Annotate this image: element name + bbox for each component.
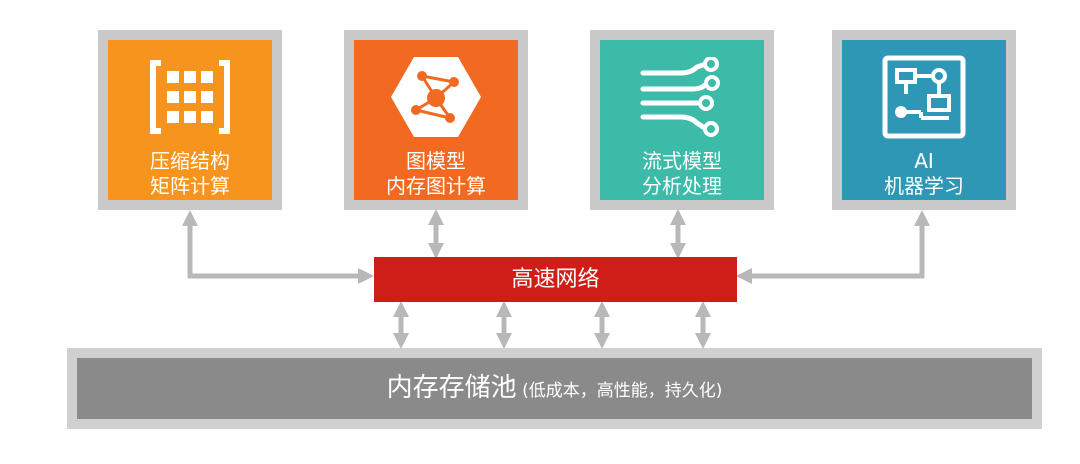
label-line: 分析处理 xyxy=(642,174,722,198)
graph-network-icon xyxy=(354,52,518,142)
label-line: 流式模型 xyxy=(642,149,722,173)
label-line: 机器学习 xyxy=(884,174,964,198)
matrix-grid-icon xyxy=(108,52,272,142)
matrix-compute-label: 压缩结构 矩阵计算 xyxy=(108,149,272,199)
matrix-compute-panel: 压缩结构 矩阵计算 xyxy=(108,40,272,200)
ai-learning-panel: AI 机器学习 xyxy=(842,40,1006,200)
memory-pool-frame: 内存存储池 (低成本，高性能，持久化) xyxy=(67,348,1042,429)
arrow-matrix-network xyxy=(181,209,375,285)
high-speed-network-bar: 高速网络 xyxy=(374,257,737,302)
graph-compute-card: 图模型 内存图计算 xyxy=(344,30,528,210)
memory-pool-bar: 内存存储池 (低成本，高性能，持久化) xyxy=(77,358,1032,419)
matrix-compute-card: 压缩结构 矩阵计算 xyxy=(98,30,282,210)
stream-analysis-panel: 流式模型 分析处理 xyxy=(600,40,764,200)
graph-compute-panel: 图模型 内存图计算 xyxy=(354,40,518,200)
label-line: 矩阵计算 xyxy=(150,174,230,198)
label-line: AI xyxy=(914,149,934,173)
stream-analysis-label: 流式模型 分析处理 xyxy=(600,149,764,199)
ai-learning-card: AI 机器学习 xyxy=(832,30,1016,210)
memory-pool-note: (低成本，高性能，持久化) xyxy=(516,381,723,401)
graph-compute-label: 图模型 内存图计算 xyxy=(354,149,518,199)
arrow-ai-network xyxy=(735,209,931,285)
label-line: 压缩结构 xyxy=(150,149,230,173)
label-line: 图模型 xyxy=(406,149,466,173)
memory-pool-title: 内存存储池 xyxy=(386,373,517,403)
ai-learning-label: AI 机器学习 xyxy=(842,149,1006,199)
circuit-board-icon xyxy=(842,52,1006,142)
stream-flow-icon xyxy=(600,52,764,142)
stream-analysis-card: 流式模型 分析处理 xyxy=(590,30,774,210)
label-line: 内存图计算 xyxy=(386,174,486,198)
